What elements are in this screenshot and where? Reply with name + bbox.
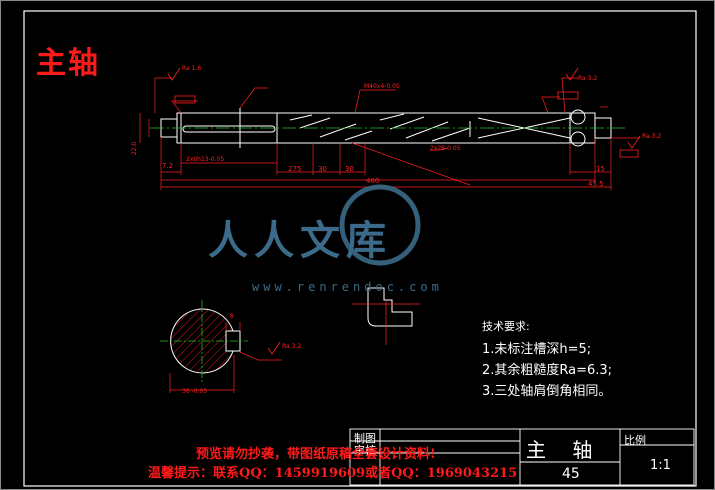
watermark-logo-text: 人人文库 bbox=[208, 217, 392, 264]
dim-keyway-note: 2x6h13-0.05 bbox=[186, 156, 225, 163]
dim-dia-left: 22.0 bbox=[131, 141, 139, 156]
dim-275: 275 bbox=[288, 165, 302, 173]
watermark-url: www.renrendoc.com bbox=[252, 280, 443, 294]
title-block-scale-label: 比例 bbox=[624, 434, 646, 447]
tech-requirement-1: 1.未标注槽深h=5; bbox=[482, 342, 592, 357]
notice-line-2: 温馨提示：联系QQ：1459919609或者QQ：1969043215 bbox=[148, 466, 518, 481]
tech-requirement-2: 2.其余粗糙度Ra=6.3; bbox=[482, 363, 613, 378]
watermark-logo bbox=[339, 184, 421, 266]
dim-keyway-width: 8 bbox=[230, 313, 234, 320]
roughness-right-end: Ra 3.2 bbox=[642, 133, 662, 140]
title-block-part-number: 45 bbox=[562, 466, 580, 482]
dim-15: 15 bbox=[596, 165, 605, 173]
roughness-left-top: Ra 1.6 bbox=[182, 65, 202, 72]
dim-30-right: 30 bbox=[345, 165, 354, 173]
dimension-lines bbox=[139, 77, 640, 190]
title-block-part-name: 主 轴 bbox=[526, 438, 603, 462]
detail-view bbox=[352, 287, 420, 345]
dim-45-5: 45.5 bbox=[588, 180, 604, 188]
dim-thread-top: M40x4-0.05 bbox=[364, 83, 400, 90]
dim-section-diameter: 36 -0.05 bbox=[182, 388, 208, 395]
roughness-right-top: Ra 3.2 bbox=[578, 75, 598, 82]
drawing-title: 主轴 bbox=[36, 46, 100, 81]
dim-30-left: 30 bbox=[318, 165, 327, 173]
title-block-checked-label: 审核 bbox=[354, 444, 376, 457]
tech-requirement-3: 3.三处轴肩倒角相同。 bbox=[482, 384, 612, 399]
dim-7-2: 7.2 bbox=[162, 162, 174, 170]
title-block bbox=[349, 428, 695, 486]
dim-bottom-note: 2x28-0.05 bbox=[430, 145, 461, 152]
title-block-scale-value: 1:1 bbox=[650, 458, 671, 473]
title-block-drawn-label: 制图 bbox=[354, 432, 376, 445]
roughness-symbols bbox=[167, 67, 641, 355]
notice-line-1: 预览请勿抄袭，带图纸原稿全套设计资料! bbox=[196, 447, 436, 462]
cross-section bbox=[160, 300, 282, 393]
drawing-frame bbox=[23, 10, 697, 487]
tech-requirements-title: 技术要求: bbox=[482, 320, 530, 333]
roughness-section: Ra 3.2 bbox=[282, 343, 302, 350]
dim-overall-length: 480 bbox=[366, 177, 380, 185]
